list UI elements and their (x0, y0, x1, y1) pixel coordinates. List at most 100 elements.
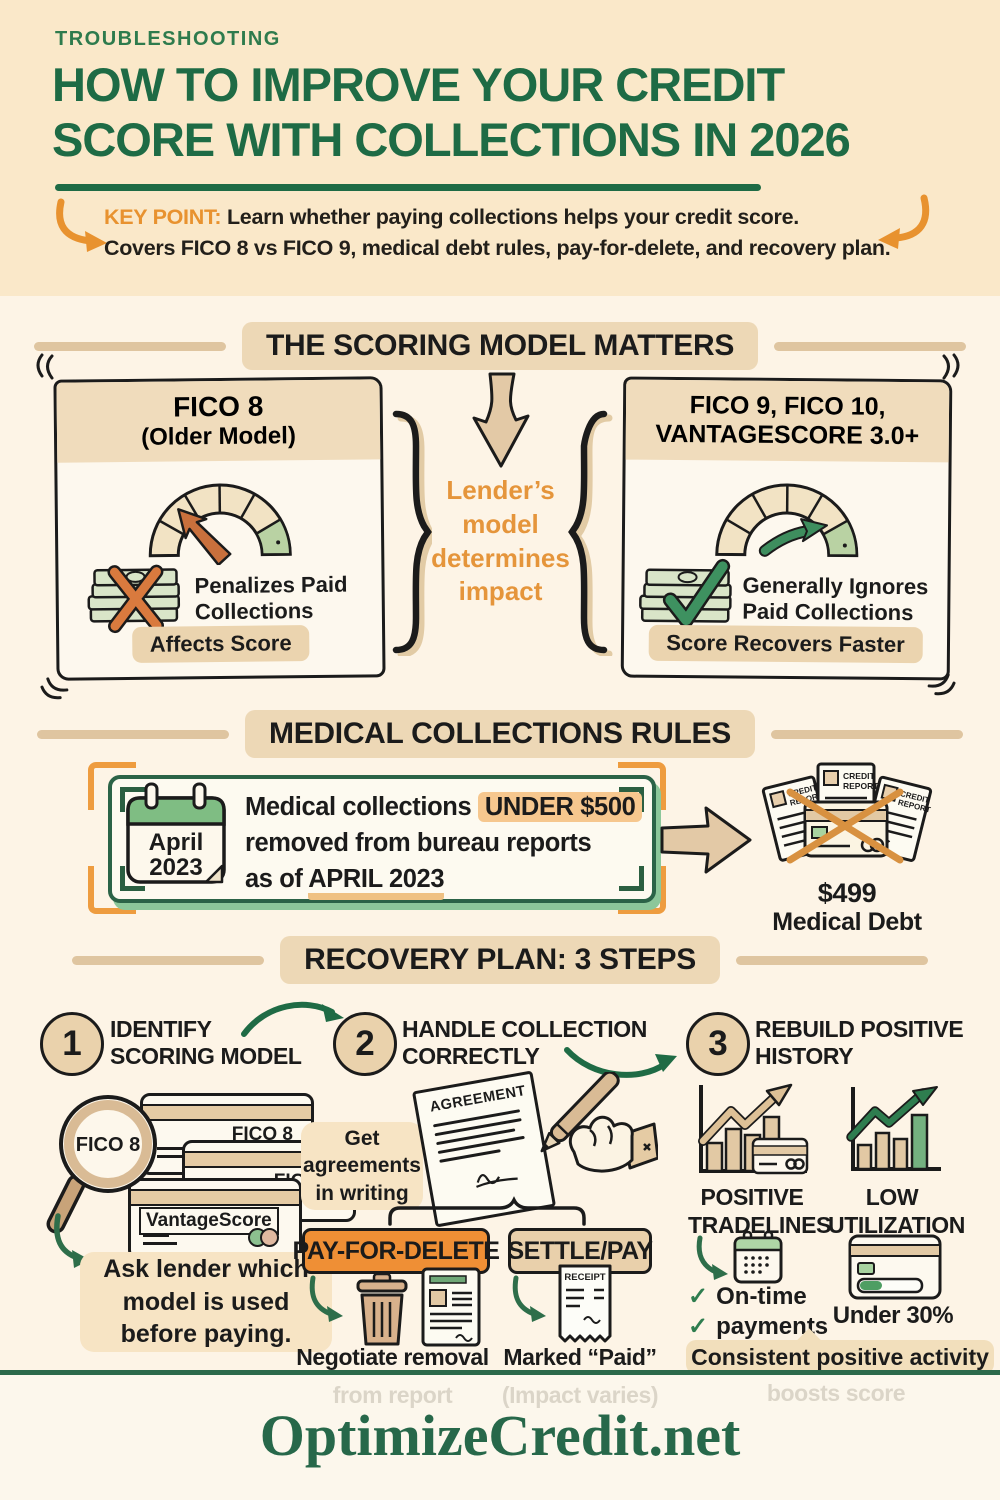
scorecard-vantage: VantageScore (128, 1178, 302, 1260)
svg-text:2023: 2023 (149, 854, 202, 881)
divider-dash (72, 955, 265, 965)
fico8-title: FICO 8 (172, 390, 264, 423)
step2-note: Get agreements in writing (301, 1122, 423, 1210)
step3-caption-line2: boosts score (766, 1380, 906, 1406)
curved-arrow-left-icon (878, 194, 930, 249)
eyebrow-label: TROUBLESHOOTING (55, 28, 281, 50)
step-number-2: 2 (333, 1012, 397, 1076)
agreement-document: AGREEMENT (411, 1070, 557, 1228)
corner-bracket (88, 762, 136, 810)
fico9-badge: Score Recovers Faster (648, 624, 923, 664)
divider-dash (37, 729, 230, 739)
scoring-section-heading: THE SCORING MODEL MATTERS (0, 322, 1000, 370)
fico8-card: FICO 8 (Older Model) Penalizes Paid (53, 376, 386, 681)
corner-bracket (618, 866, 666, 914)
step-title-2: HANDLE COLLECTION CORRECTLY (402, 1016, 647, 1070)
divider-dash (33, 341, 226, 351)
fico9-card-header: FICO 9, FICO 10, VANTAGESCORE 3.0+ (625, 379, 950, 463)
receipt-icon: RECEIPT (558, 1264, 612, 1343)
caption-settle-pay-line2: (Impact varies) (501, 1382, 659, 1408)
check-icon: ✓ (688, 1313, 709, 1340)
hook-arrow-icon (512, 1275, 546, 1322)
svg-text:FICO 8: FICO 8 (76, 1134, 140, 1156)
underlined-date: APRIL 2023 (308, 865, 445, 901)
chart-up-card-icon (698, 1083, 809, 1175)
fico8-badge: Affects Score (131, 625, 310, 663)
trash-icon (356, 1272, 408, 1346)
divider-dash (735, 955, 928, 965)
svg-text:April: April (149, 829, 204, 856)
curved-step-arrow-icon (241, 1001, 344, 1037)
svg-text:CREDIT: CREDIT (843, 771, 875, 781)
key-point-line2: Covers FICO 8 vs FICO 9, medical debt ru… (104, 236, 891, 261)
key-point-label: KEY POINT: (104, 205, 222, 229)
medical-result-label: Medical Debt (772, 908, 922, 936)
magnifier-icon: FICO 8 (46, 1095, 157, 1234)
center-note: Lender’s model determines impact (431, 475, 570, 607)
fico9-title-line2: VANTAGESCORE 3.0+ (655, 419, 920, 451)
caption-pay-for-delete: Negotiate removal (296, 1344, 489, 1370)
corner-bracket (120, 787, 145, 812)
step-title-1: IDENTIFY SCORING MODEL (110, 1016, 302, 1070)
caption-pay-for-delete-line2: from report (332, 1382, 453, 1408)
calendar-icon: April 2023 (126, 782, 226, 884)
svg-text:REPORT: REPORT (843, 781, 879, 791)
step-number-1: 1 (40, 1012, 104, 1076)
corner-bracket (618, 762, 666, 810)
closing-brace (392, 410, 432, 656)
step1-advice: Ask lender which model is used before pa… (80, 1252, 332, 1352)
fico8-card-header: FICO 8 (Older Model) (56, 379, 381, 463)
corner-bracket (120, 866, 145, 891)
check-on-time: ✓On-time (688, 1283, 807, 1310)
credit-card-utilization-icon (848, 1234, 942, 1300)
corner-bracket (88, 866, 136, 914)
key-point-line1: Learn whether paying collections helps y… (226, 205, 799, 229)
key-point: KEY POINT: Learn whether paying collecti… (104, 202, 891, 264)
medical-result-amount: $499 (817, 878, 877, 908)
page-title-line2: SCORE WITH COLLECTIONS IN 2026 (52, 112, 851, 166)
label-low-utilization: LOW UTILIZATION (828, 1184, 965, 1238)
accent-mark (36, 353, 54, 380)
small-calendar-icon (733, 1230, 783, 1284)
money-check-icon (639, 558, 732, 628)
signature-squiggle (476, 1174, 518, 1188)
utilization-caption: Under 30% (832, 1302, 954, 1329)
label-positive-tradelines: POSITIVE TRADELINES (688, 1184, 831, 1238)
step-title-3: REBUILD POSITIVE HISTORY (755, 1016, 964, 1070)
opening-brace (568, 410, 613, 656)
gauge-recovering-icon (715, 483, 859, 558)
fico8-subtitle: (Older Model) (141, 422, 297, 452)
page-title-line1: HOW TO IMPROVE YOUR CREDIT (52, 58, 785, 111)
highlighted-amount: UNDER $500 (477, 792, 643, 822)
hand-pen-icon (540, 1072, 658, 1173)
header-band (0, 0, 1000, 296)
corner-bracket (619, 866, 644, 891)
chart-low-utilization-icon (846, 1086, 941, 1171)
check-icon: ✓ (688, 1283, 709, 1310)
split-brace (388, 1196, 586, 1226)
step3-caption: Consistent positive activity (686, 1340, 994, 1374)
caption-settle-pay: Marked “Paid” (503, 1344, 657, 1370)
accent-mark (40, 677, 69, 700)
footer-band (0, 1375, 1000, 1500)
curved-arrow-right-icon (56, 198, 107, 252)
section-title: RECOVERY PLAN: 3 STEPS (280, 936, 720, 984)
hook-arrow-icon (309, 1275, 343, 1322)
credit-reports-crossed-icon: CREDIT REPORT CREDIT REPORT CREDIT REPOR… (761, 762, 933, 864)
fico8-point: Penalizes Paid Collections (194, 571, 348, 625)
fico9-title-line1: FICO 9, FICO 10, (689, 391, 886, 422)
accent-mark (942, 353, 960, 380)
step-number-3: 3 (686, 1012, 750, 1076)
down-arrow-icon (472, 372, 530, 468)
divider-dash (774, 341, 967, 351)
right-arrow-icon (660, 806, 752, 874)
title-underline (55, 184, 761, 191)
section-title: MEDICAL COLLECTIONS RULES (245, 710, 755, 758)
divider-dash (770, 729, 963, 739)
medical-section-heading: MEDICAL COLLECTIONS RULES (0, 710, 1000, 758)
gauge-low-icon (148, 483, 292, 566)
recovery-section-heading: RECOVERY PLAN: 3 STEPS (0, 936, 1000, 984)
svg-text:RECEIPT: RECEIPT (564, 1272, 605, 1283)
option-pay-for-delete: PAY-FOR-DELETE (293, 1228, 500, 1274)
